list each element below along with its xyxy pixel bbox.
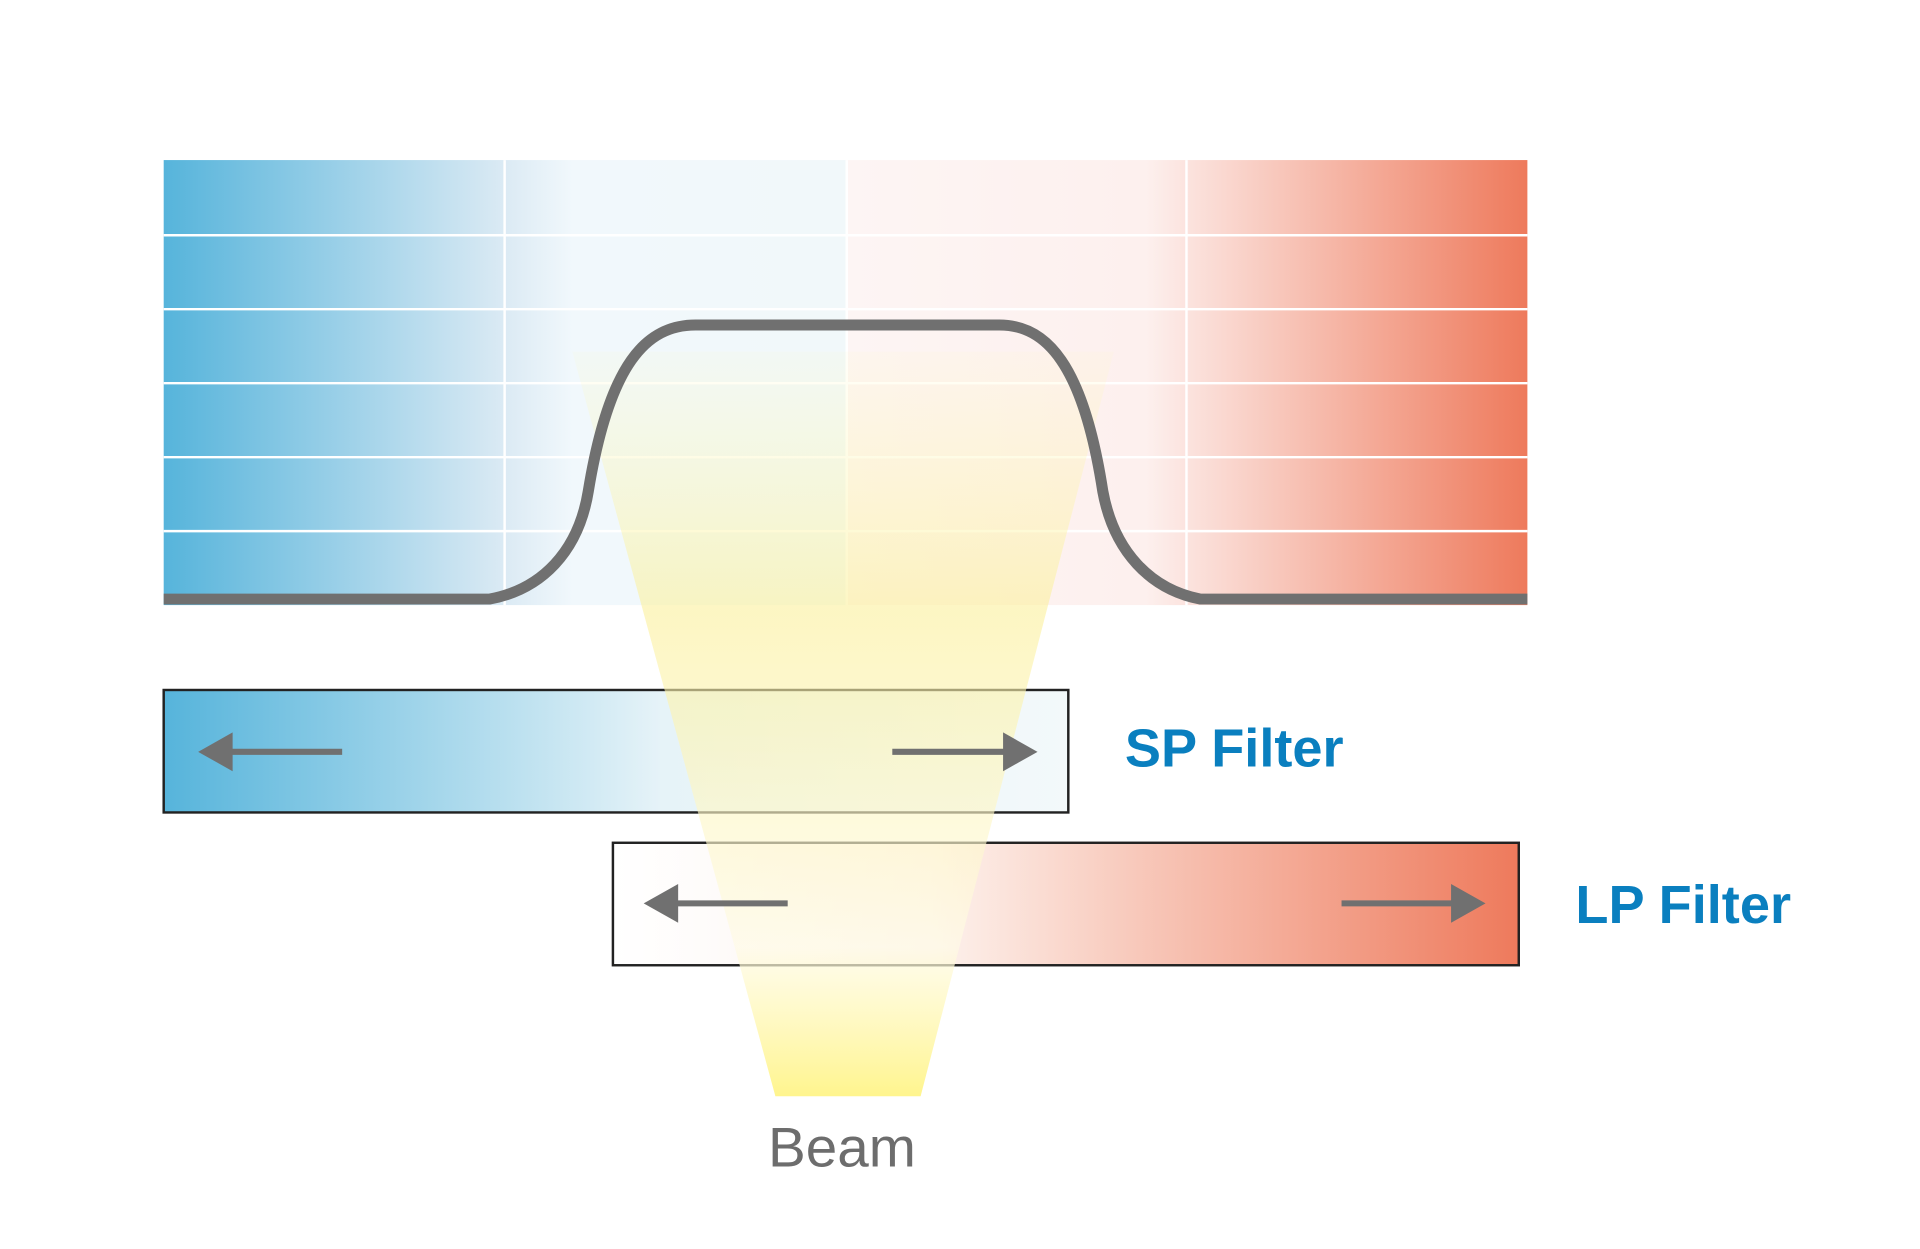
beam-label: Beam bbox=[768, 1116, 916, 1179]
arrow-left-icon bbox=[643, 884, 788, 923]
arrow-right-icon bbox=[892, 732, 1038, 772]
arrow-left-icon bbox=[198, 732, 343, 772]
lp-filter-label: LP Filter bbox=[1575, 875, 1791, 935]
arrow-right-icon bbox=[1341, 884, 1486, 923]
transmission-curve bbox=[163, 319, 1528, 605]
sp-filter-label: SP Filter bbox=[1125, 719, 1344, 779]
light-beam bbox=[572, 351, 1114, 1097]
